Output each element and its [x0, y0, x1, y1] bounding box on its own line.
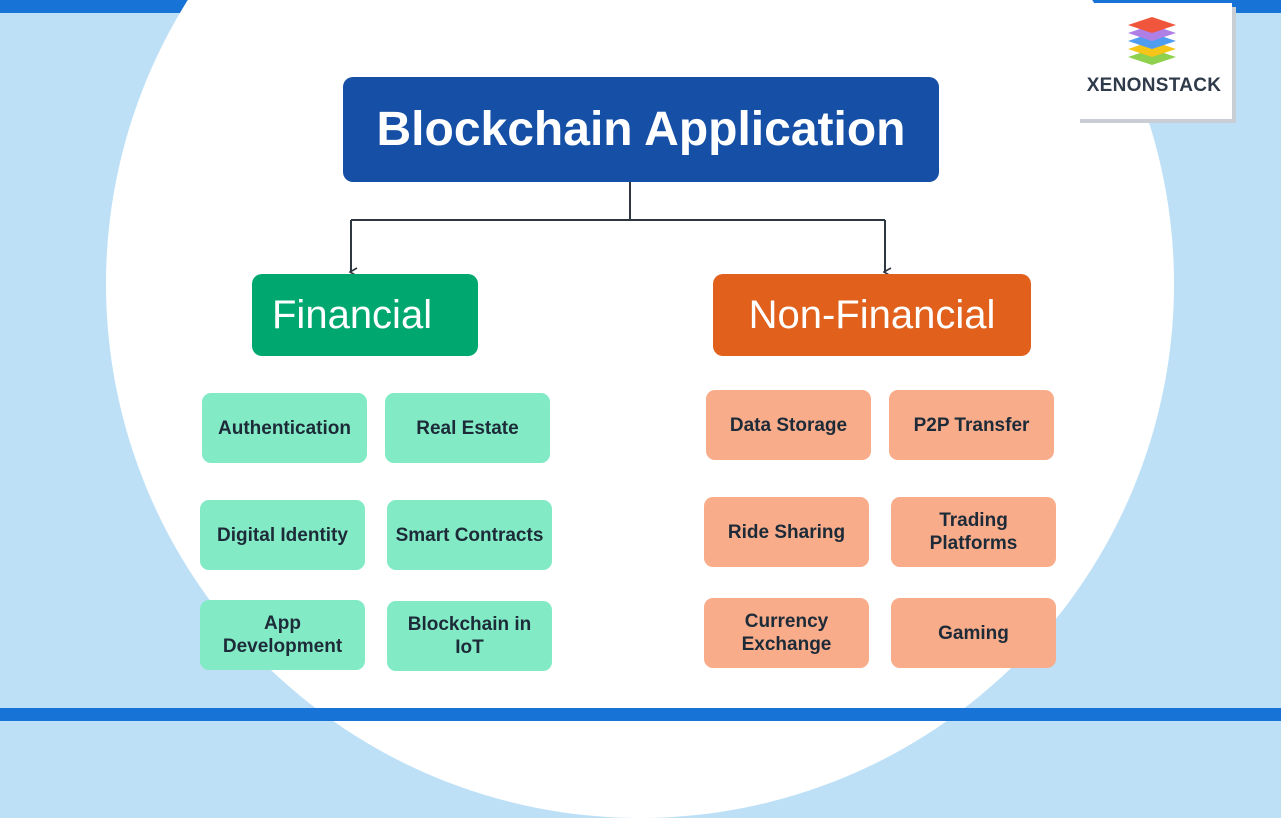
financial-item: App Development: [200, 600, 365, 670]
category-non-financial: Non-Financial: [713, 274, 1031, 356]
non-financial-item: P2P Transfer: [889, 390, 1054, 460]
financial-item: Blockchain in IoT: [387, 601, 552, 671]
non-financial-item: Currency Exchange: [704, 598, 869, 668]
stacked-layers-icon: [1128, 17, 1176, 65]
non-financial-item: Data Storage: [706, 390, 871, 460]
financial-item: Real Estate: [385, 393, 550, 463]
non-financial-item: Ride Sharing: [704, 497, 869, 567]
non-financial-item: Trading Platforms: [891, 497, 1056, 567]
non-financial-item: Gaming: [891, 598, 1056, 668]
xenonstack-logo: XENONSTACK: [1076, 3, 1232, 119]
category-financial: Financial: [252, 274, 478, 356]
diagram-title: Blockchain Application: [343, 77, 939, 182]
financial-item: Digital Identity: [200, 500, 365, 570]
financial-item: Smart Contracts: [387, 500, 552, 570]
bottom-frame-bar: [0, 708, 1281, 721]
financial-item: Authentication: [202, 393, 367, 463]
connector-lines: [0, 182, 1281, 721]
logo-text: XENONSTACK: [1086, 75, 1222, 96]
